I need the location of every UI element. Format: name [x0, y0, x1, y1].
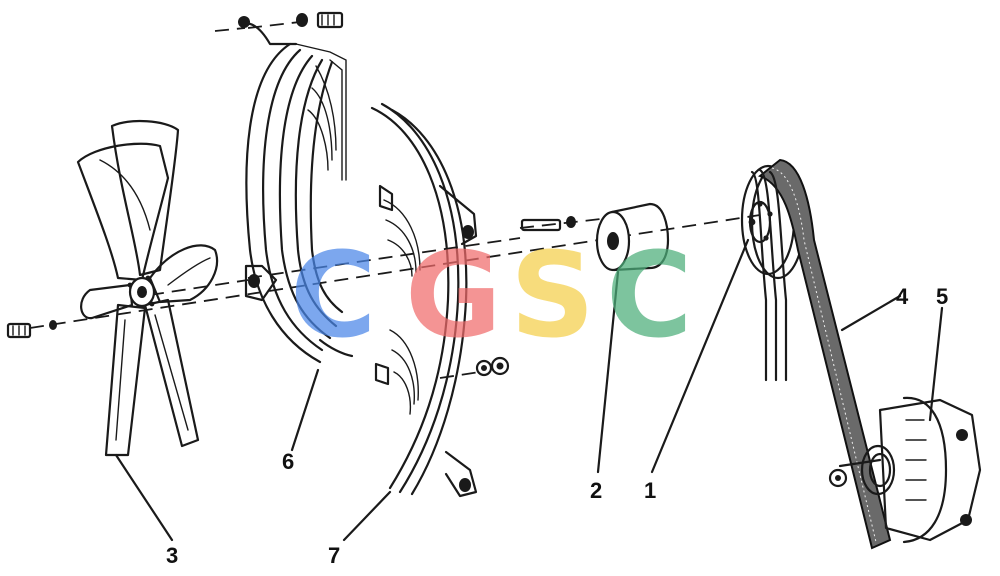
watermark-letter-c2: C	[606, 226, 693, 364]
upper-mounting-bolt	[296, 11, 344, 29]
alternator	[828, 396, 982, 544]
callout-6: 6	[282, 449, 294, 474]
callout-5: 5	[936, 284, 948, 309]
fan-spacer	[520, 202, 670, 272]
watermark-letter-s: S	[510, 226, 595, 364]
fan-blade-assembly	[76, 119, 219, 457]
shroud-lower-nut	[475, 356, 510, 377]
callout-3: 3	[166, 543, 178, 568]
callout-2: 2	[590, 478, 602, 503]
watermark-letter-g: G	[405, 226, 502, 364]
callout-7: 7	[328, 543, 340, 568]
drive-belt	[750, 158, 892, 550]
fan-shroud-rear	[238, 16, 354, 364]
radiator-shroud-front	[370, 102, 478, 498]
watermark-letter-c1: C	[290, 226, 377, 364]
callout-1: 1	[644, 478, 656, 503]
callout-leaders	[114, 238, 944, 542]
callout-4: 4	[896, 284, 909, 309]
fan-mounting-bolt	[6, 320, 57, 339]
cgsc-watermark: C G S C	[290, 226, 693, 364]
